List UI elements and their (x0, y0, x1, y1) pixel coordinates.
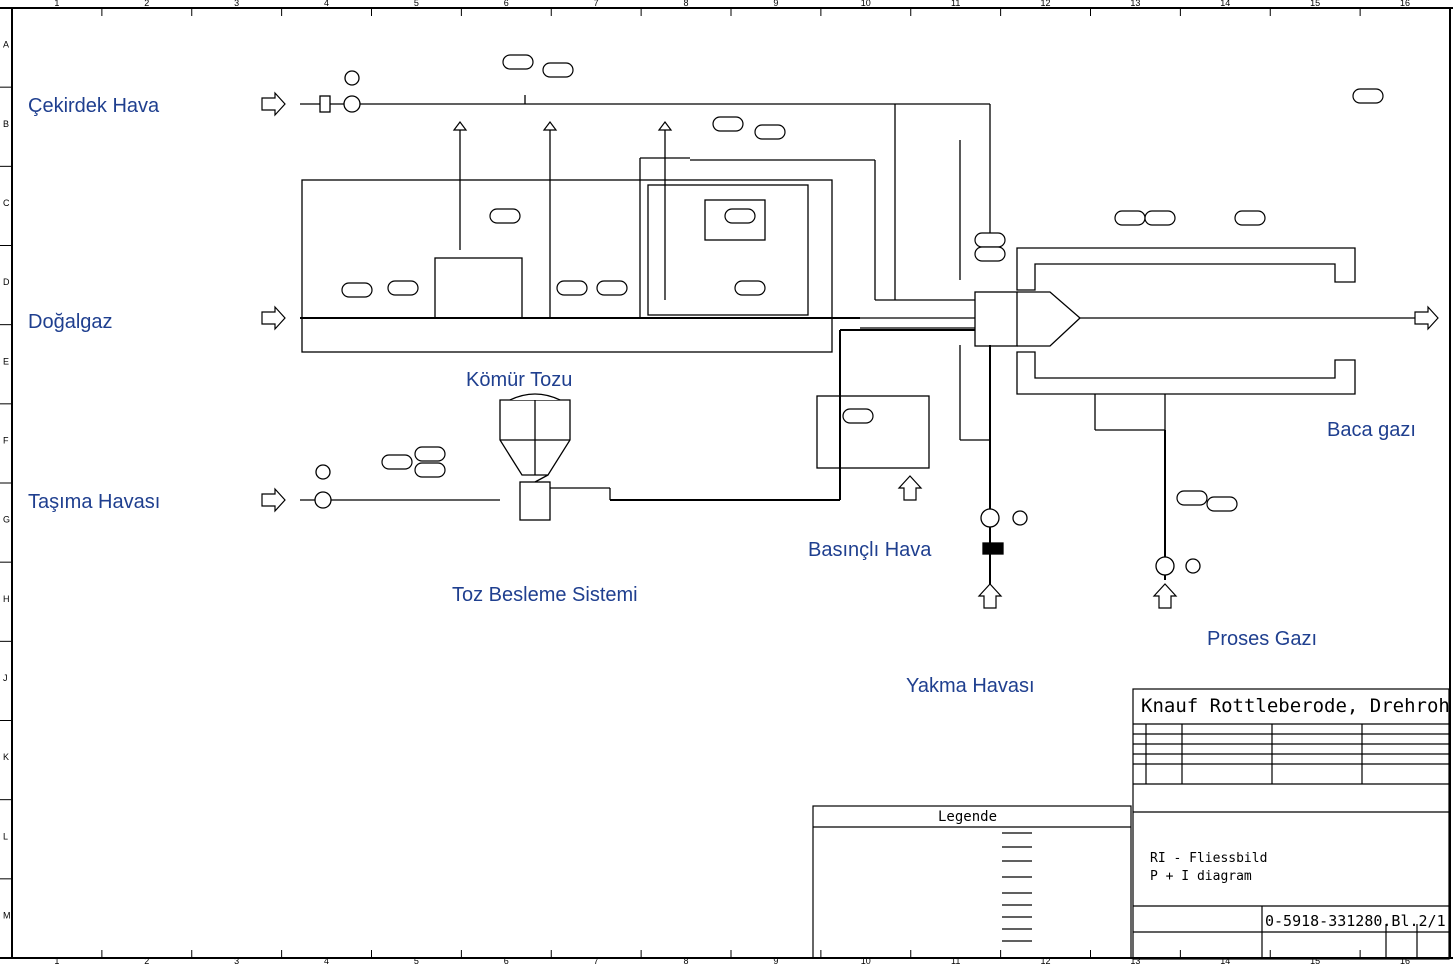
drawing-type-2: P + I diagram (1150, 869, 1252, 884)
instrument-bubble (489, 208, 521, 224)
grid-column-label: 5 (414, 956, 419, 966)
grid-column-label: 1 (54, 956, 59, 966)
grid-column-label: 9 (773, 0, 778, 8)
drawing-number: 0-5918-331280.Bl.2/1 (1265, 912, 1446, 930)
instrument-bubble (974, 246, 1006, 262)
grid-column-label: 10 (861, 0, 871, 8)
instrument-bubble (596, 280, 628, 296)
instrument-bubble (734, 280, 766, 296)
grid-row-label: E (3, 356, 9, 366)
grid-row-label: A (3, 40, 9, 50)
grid-column-label: 16 (1400, 956, 1410, 966)
grid-column-label: 3 (234, 0, 239, 8)
border-grid (0, 8, 1361, 958)
grid-row-label: L (3, 831, 8, 841)
grid-column-label: 4 (324, 956, 329, 966)
grid-column-label: 15 (1310, 956, 1320, 966)
grid-column-label: 11 (951, 956, 960, 966)
grid-column-label: 8 (684, 956, 689, 966)
border-grid-labels: 1122334455667788991010111112121313141415… (3, 0, 1410, 966)
instrument-bubble (754, 124, 786, 140)
legend-title: Legende (938, 809, 998, 825)
legend-box (812, 805, 1132, 959)
grid-column-label: 6 (504, 0, 509, 8)
grid-column-label: 13 (1130, 956, 1140, 966)
grid-column-label: 8 (684, 0, 689, 8)
label-komur-tozu: Kömür Tozu (466, 369, 573, 391)
label-toz-besleme: Toz Besleme Sistemi (452, 584, 638, 606)
dust-silo (499, 393, 571, 521)
grid-row-label: H (3, 594, 10, 604)
grid-column-label: 9 (773, 956, 778, 966)
label-proses-gazi: Proses Gazı (1207, 628, 1318, 650)
label-basincli-hava: Basınçlı Hava (808, 539, 932, 561)
grid-column-label: 3 (234, 956, 239, 966)
instrument-bubble (974, 232, 1006, 248)
grid-column-label: 15 (1310, 0, 1320, 8)
instrument-bubble (712, 116, 744, 132)
instrument-bubbles (341, 54, 1384, 512)
instrument-bubble (1206, 496, 1238, 512)
instrument-bubble (1114, 210, 1146, 226)
label-dogalgaz: Doğalgaz (28, 311, 113, 333)
grid-row-label: C (3, 198, 10, 208)
instrument-bubble (1234, 210, 1266, 226)
grid-column-label: 13 (1130, 0, 1140, 8)
instrument-bubble (387, 280, 419, 296)
label-baca-gazi: Baca gazı (1327, 419, 1416, 441)
instrument-bubble (414, 462, 446, 478)
grid-row-label: B (3, 119, 9, 129)
grid-column-label: 10 (861, 956, 871, 966)
inlet-arrows (261, 91, 1439, 609)
title-block (1132, 688, 1450, 960)
instrument-bubble (381, 454, 413, 470)
grid-column-label: 12 (1041, 0, 1051, 8)
grid-row-label: D (3, 277, 10, 287)
process-lines (300, 95, 1420, 590)
grid-row-label: J (3, 673, 8, 683)
instrument-bubble (414, 446, 446, 462)
grid-column-label: 2 (144, 0, 149, 8)
grid-column-label: 7 (594, 0, 599, 8)
instrument-bubble (724, 208, 756, 224)
grid-column-label: 12 (1041, 956, 1051, 966)
grid-row-label: F (3, 435, 9, 445)
grid-row-label: K (3, 752, 9, 762)
drawing-type-1: RI - Fliessbild (1150, 851, 1268, 866)
grid-row-label: G (3, 515, 10, 525)
grid-column-label: 5 (414, 0, 419, 8)
instrument-bubble (341, 282, 373, 298)
grid-column-label: 6 (504, 956, 509, 966)
grid-column-label: 1 (54, 0, 59, 8)
grid-column-label: 14 (1220, 0, 1230, 8)
instrument-bubble (1144, 210, 1176, 226)
grid-column-label: 14 (1220, 956, 1230, 966)
grid-column-label: 2 (144, 956, 149, 966)
instrument-bubble (542, 62, 574, 78)
project-title: Knauf Rottleberode, Drehrohr (1141, 695, 1453, 717)
grid-column-label: 4 (324, 0, 329, 8)
instrument-bubble (1176, 490, 1208, 506)
label-yakma-havasi: Yakma Havası (906, 675, 1035, 697)
label-tasima-havasi: Taşıma Havası (28, 491, 161, 513)
instrument-bubble (1352, 88, 1384, 104)
grid-column-label: 7 (594, 956, 599, 966)
grid-row-label: M (3, 910, 11, 920)
grid-column-label: 16 (1400, 0, 1410, 8)
fans (314, 70, 1201, 576)
instrument-bubble (502, 54, 534, 70)
instrument-bubble (842, 408, 874, 424)
instrument-bubble (556, 280, 588, 296)
label-cekirdek-hava: Çekirdek Hava (28, 95, 160, 117)
grid-column-label: 11 (951, 0, 960, 8)
